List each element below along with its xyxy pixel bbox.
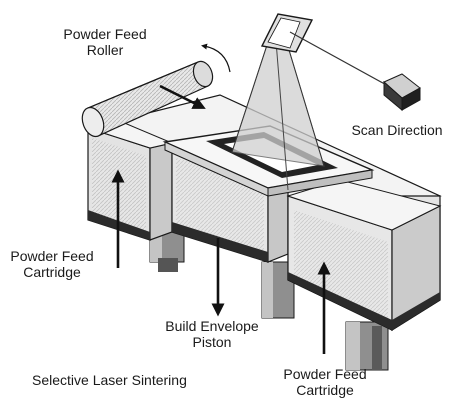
powder-feed-roller-label-line2: Roller [86, 42, 124, 58]
piston-right [345, 321, 389, 371]
powder-feed-cartridge-right-label-line1: Powder Feed [283, 366, 367, 382]
powder-feed-cartridge-left-label: Powder Feed Cartridge [4, 248, 100, 280]
roller-travel-arrow [159, 84, 206, 109]
powder-feed-cartridge-left-label-line1: Powder Feed [10, 248, 94, 264]
powder-feed-cartridge-right-label: Powder Feed Cartridge [270, 366, 380, 398]
build-envelope-piston-label-line2: Piston [192, 334, 232, 350]
build-envelope-piston-label-line1: Build Envelope [165, 318, 259, 334]
scan-mirror [260, 13, 314, 53]
powder-feed-cartridge-left [87, 121, 174, 241]
powder-feed-roller-label: Powder Feed Roller [50, 26, 160, 58]
laser-input-beam [289, 31, 393, 89]
build-envelope-piston-label: Build Envelope Piston [152, 318, 272, 350]
powder-feed-cartridge-right-label-line2: Cartridge [296, 382, 354, 398]
scan-direction-label: Scan Direction [342, 122, 452, 138]
diagram-caption-text: Selective Laser Sintering [32, 372, 187, 388]
powder-feed-cartridge-left-label-line2: Cartridge [23, 264, 81, 280]
roller-rotation-arrow [201, 43, 231, 73]
powder-feed-cartridge-right [286, 179, 442, 332]
powder-feed-roller [81, 60, 214, 138]
scan-direction-label-text: Scan Direction [351, 122, 443, 138]
powder-feed-roller-label-line1: Powder Feed [63, 26, 147, 42]
diagram-caption: Selective Laser Sintering [32, 372, 212, 388]
laser-beam [231, 39, 325, 191]
laser-source [383, 73, 421, 112]
